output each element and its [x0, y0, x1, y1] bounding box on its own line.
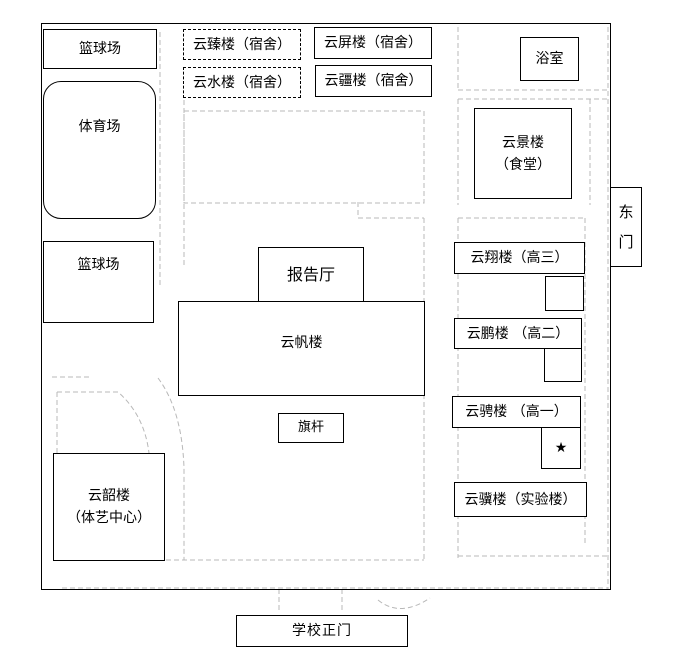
- yunjiang-dormitory[interactable]: 云疆楼（宿舍）: [315, 65, 432, 97]
- yunshui-label: 云水楼（宿舍）: [193, 74, 291, 91]
- basketball-court-top[interactable]: 篮球场: [43, 29, 157, 69]
- star-icon: ★: [554, 440, 568, 456]
- yunjing-sublabel: （食堂）: [495, 156, 551, 173]
- yunjing-canteen[interactable]: 云景楼 （食堂）: [474, 108, 572, 199]
- main-gate-label: 学校正门: [292, 623, 352, 639]
- yuncheng-building[interactable]: 云骋楼 （高一）: [452, 396, 581, 428]
- yunxiang-annex: [545, 276, 584, 311]
- path-line: [377, 597, 431, 609]
- yunping-dormitory[interactable]: 云屏楼（宿舍）: [314, 27, 432, 59]
- yunji-label: 云骥楼（实验楼）: [464, 491, 577, 508]
- east-gate-label-top: 东: [618, 203, 634, 221]
- east-gate-label-bottom: 门: [618, 233, 634, 251]
- yuncheng-label: 云骋楼 （高一）: [465, 404, 568, 420]
- east-gate[interactable]: 东 门: [610, 187, 642, 267]
- yunshao-sublabel: （体艺中心）: [67, 510, 151, 526]
- yunpeng-building[interactable]: 云鹏楼 （高二）: [454, 318, 582, 349]
- yunxiang-label: 云翔楼（高三）: [470, 250, 569, 266]
- yunfan-building[interactable]: 云帆楼: [178, 301, 425, 396]
- basketball-court-bottom-label: 篮球场: [77, 257, 120, 273]
- yunzhen-label: 云臻楼（宿舍）: [193, 36, 291, 53]
- flagpole[interactable]: 旗杆: [278, 413, 344, 443]
- yunxiang-building[interactable]: 云翔楼（高三）: [454, 242, 585, 274]
- bathroom[interactable]: 浴室: [520, 37, 579, 81]
- yunshao-label: 云韶楼: [88, 488, 130, 504]
- yunping-label: 云屏楼（宿舍）: [324, 35, 422, 51]
- yunpeng-label: 云鹏楼 （高二）: [466, 325, 570, 342]
- yunji-lab-building[interactable]: 云骥楼（实验楼）: [454, 482, 587, 517]
- lecture-hall[interactable]: 报告厅: [258, 247, 364, 302]
- yuncheng-annex[interactable]: ★: [541, 427, 581, 469]
- main-gate[interactable]: 学校正门: [236, 615, 408, 647]
- gymnasium-label: 体育场: [78, 119, 121, 135]
- yunjing-label: 云景楼: [502, 134, 544, 151]
- campus-boundary: [41, 23, 611, 590]
- bathroom-label: 浴室: [535, 51, 564, 67]
- path-line: [157, 377, 185, 560]
- yunfan-label: 云帆楼: [280, 335, 323, 351]
- yunpeng-annex: [544, 348, 582, 382]
- basketball-court-bottom[interactable]: 篮球场: [43, 241, 154, 323]
- yunjiang-label: 云疆楼（宿舍）: [324, 73, 423, 89]
- yunzhen-dormitory[interactable]: 云臻楼（宿舍）: [183, 29, 301, 60]
- flagpole-label: 旗杆: [297, 420, 324, 435]
- yunshao-building[interactable]: 云韶楼 （体艺中心）: [53, 453, 165, 561]
- lecture-hall-label: 报告厅: [286, 264, 335, 284]
- yunshui-dormitory[interactable]: 云水楼（宿舍）: [183, 67, 301, 98]
- basketball-court-top-label: 篮球场: [79, 41, 121, 57]
- gymnasium[interactable]: 体育场: [43, 81, 156, 219]
- path-line: [183, 110, 425, 204]
